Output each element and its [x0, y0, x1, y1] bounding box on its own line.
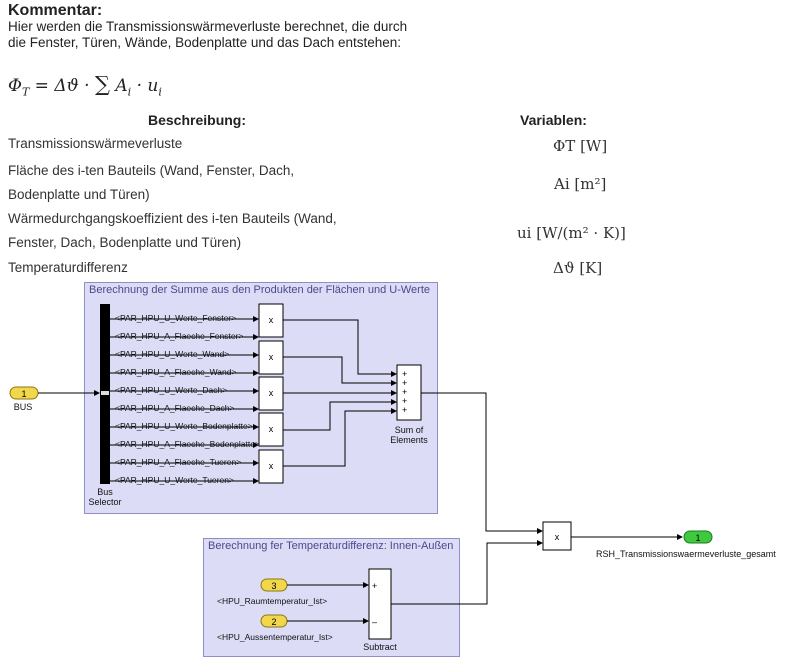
outport[interactable]	[683, 530, 713, 544]
subtract-block[interactable]	[368, 568, 392, 640]
row-desc-2: Wärmedurchgangskoeffizient des i-ten Bau…	[8, 211, 337, 250]
product-block-wand[interactable]	[258, 340, 284, 375]
sum-sign-5: +	[402, 405, 407, 415]
signal-label-1: <PAR_HPU_A_Flaeche_Fenster>	[115, 331, 244, 341]
signal-label-6: <PAR_HPU_U_Werte_Bodenplatte>	[115, 421, 253, 431]
product-symbol-2: x	[269, 352, 274, 362]
signal-label-4: <PAR_HPU_U_Werte_Dach>	[115, 385, 228, 395]
inport-2-label: <HPU_Aussentemperatur_Ist>	[217, 632, 333, 642]
product-to-sum-lines	[283, 319, 397, 467]
inport-3-number: 3	[271, 581, 276, 591]
product-symbol-5: x	[269, 461, 274, 471]
bus-selector-port	[101, 391, 109, 395]
formula: ΦT = Δϑ · ∑ Ai · ui	[8, 72, 162, 99]
row-desc-1: Fläche des i-ten Bauteils (Wand, Fenster…	[8, 163, 295, 202]
product-blocks	[258, 303, 284, 484]
signal-lines	[110, 316, 259, 484]
comment-title: Kommentar:	[8, 2, 103, 19]
final-product-symbol: x	[555, 532, 560, 542]
header-variables: Variablen:	[520, 112, 587, 128]
sum-of-elements-label: Sum of Elements	[390, 425, 428, 445]
subsystem-temp-title: Berechnung fer Temperaturdifferenz: Inne…	[208, 540, 454, 552]
outport-number: 1	[695, 533, 700, 543]
bus-selector-label: Bus Selector	[88, 487, 122, 507]
bus-inport-number: 1	[21, 389, 26, 399]
comment-text: Hier werden die Transmissionswärmeverlus…	[8, 19, 408, 50]
row-var-0: ΦT [W]	[553, 137, 608, 155]
sum-sign-3: +	[402, 387, 407, 397]
sum-sign-4: +	[402, 396, 407, 406]
row-desc-0: Transmissionswärmeverluste	[8, 136, 183, 151]
signal-label-7: <PAR_HPU_A_Flaeche_Bodenplatte>	[115, 439, 260, 449]
product-symbol-3: x	[269, 388, 274, 398]
row-var-1: Ai [m²]	[554, 175, 607, 193]
sum-of-elements-block[interactable]	[396, 364, 422, 421]
signal-label-5: <PAR_HPU_A_Flaeche_Dach>	[115, 403, 235, 413]
product-symbol-1: x	[269, 315, 274, 325]
subsystem-temp-area	[203, 538, 460, 657]
signal-label-8: <PAR_HPU_A_Flaeche_Tueren>	[115, 457, 242, 467]
inport-2-number: 2	[271, 617, 276, 627]
subtract-output-line	[391, 540, 543, 605]
subsystem-sum-title: Berechnung der Summe aus den Produkten d…	[89, 284, 430, 296]
subtract-label: Subtract	[363, 642, 397, 652]
sum-sign-1: +	[402, 369, 407, 379]
header-description: Beschreibung:	[148, 112, 247, 128]
signal-label-0: <PAR_HPU_U_Werte_Fenster>	[115, 313, 237, 323]
product-block-tueren[interactable]	[258, 449, 284, 484]
product-block-dach[interactable]	[258, 376, 284, 411]
sum-output-line	[421, 392, 543, 534]
row-var-3: Δϑ [K]	[553, 259, 603, 277]
subtract-sign-plus: +	[372, 581, 377, 591]
signal-label-2: <PAR_HPU_U_Werte_Wand>	[115, 349, 230, 359]
bus-inport-label: BUS	[13, 402, 33, 412]
signal-label-3: <PAR_HPU_A_Flaeche_Wand>	[115, 367, 237, 377]
row-desc-3: Temperaturdifferenz	[8, 260, 128, 275]
sum-sign-2: +	[402, 378, 407, 388]
subtract-sign-minus: –	[372, 617, 377, 627]
product-symbol-4: x	[269, 424, 274, 434]
row-var-2: ui [W/(m² · K)]	[517, 224, 626, 242]
signal-label-9: <PAR_HPU_U_Werte_Tueren>	[115, 475, 234, 485]
inport-3-label: <HPU_Raumtemperatur_Ist>	[217, 596, 328, 606]
final-product-block[interactable]	[542, 521, 572, 551]
outport-label: RSH_Transmissionswaermeverluste_gesamt	[596, 549, 776, 559]
